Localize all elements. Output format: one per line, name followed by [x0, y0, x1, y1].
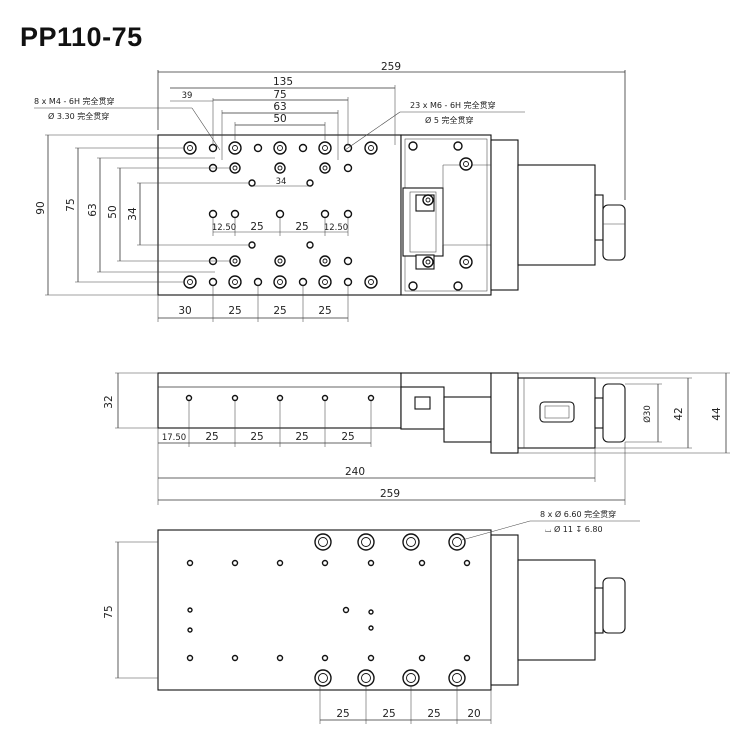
- dim-259-top: 259: [381, 61, 401, 73]
- dim-side-44: 44: [711, 407, 723, 421]
- bottom-knob: [602, 577, 626, 634]
- middle-row-holes: [208, 209, 353, 249]
- dim-side-dia30: Ø30: [642, 405, 653, 423]
- bottom-body: [157, 529, 492, 691]
- dim-inner-1: 12.50: [212, 223, 236, 233]
- note-right-line2: Ø 5 完全贯穿: [425, 115, 473, 125]
- dim-side-240: 240: [345, 466, 365, 478]
- side-knob: [602, 383, 626, 443]
- counterbore-holes: [314, 533, 466, 687]
- dim-inner-2: 25: [250, 221, 263, 233]
- dim-side-17-50: 17.50: [162, 433, 186, 443]
- dim-63-top: 63: [273, 101, 286, 113]
- dim-bv-20: 20: [467, 708, 480, 720]
- page-title: PP110-75: [20, 22, 143, 52]
- dim-bottom-30: 30: [178, 305, 191, 317]
- dim-75-top: 75: [273, 89, 286, 101]
- second-row-holes: [208, 162, 353, 187]
- dim-39: 39: [182, 91, 193, 101]
- note-right-line1: 23 x M6 - 6H 完全贯穿: [410, 100, 496, 110]
- dim-50-top: 50: [273, 113, 286, 125]
- side-view: 32 17.50 25 25 25 25 240 259 Ø30 42 44: [103, 372, 730, 505]
- dim-50-left: 50: [107, 205, 119, 218]
- dim-34-left: 34: [127, 207, 139, 221]
- note-left-line1: 8 x M4 - 6H 完全贯穿: [34, 96, 115, 106]
- dim-side-25d: 25: [341, 431, 354, 443]
- fourth-row-holes: [208, 255, 353, 267]
- side-connector: [539, 401, 575, 423]
- dim-90: 90: [35, 201, 47, 214]
- dim-bottom-25a: 25: [228, 305, 241, 317]
- small-holes: [186, 559, 471, 662]
- top-motor-knob: [602, 204, 626, 261]
- dim-side-25a: 25: [205, 431, 218, 443]
- bottom-note-line2: ⌴ Ø 11 ↧ 6.80: [545, 524, 603, 534]
- bottom-row-holes: [183, 275, 378, 289]
- top-motor-body: [517, 164, 596, 266]
- dim-bv-25a: 25: [336, 708, 349, 720]
- dim-side-32: 32: [103, 395, 115, 408]
- dim-bv-25c: 25: [427, 708, 440, 720]
- bottom-view: 8 x Ø 6.60 完全贯穿 ⌴ Ø 11 ↧ 6.80 75 25 25 2…: [103, 509, 640, 724]
- dim-34-center: 34: [276, 177, 287, 187]
- dim-135: 135: [273, 76, 293, 88]
- dim-bottom-25c: 25: [318, 305, 331, 317]
- dim-side-259: 259: [380, 488, 400, 500]
- top-view: 259 135 39 75 63 50 8 x M4 - 6H 完全贯穿 Ø 3…: [34, 61, 626, 322]
- dim-bottom-75: 75: [103, 605, 115, 618]
- bottom-note-line1: 8 x Ø 6.60 完全贯穿: [540, 509, 616, 519]
- dim-75-left: 75: [65, 198, 77, 211]
- dim-inner-4: 12.50: [324, 223, 348, 233]
- dim-side-25c: 25: [295, 431, 308, 443]
- dim-63-left: 63: [87, 203, 99, 216]
- dim-side-42: 42: [673, 407, 685, 420]
- dim-bv-25b: 25: [382, 708, 395, 720]
- dim-bottom-25b: 25: [273, 305, 286, 317]
- top-row-holes: [183, 141, 378, 155]
- note-left-line2: Ø 3.30 完全贯穿: [48, 111, 109, 121]
- dim-inner-3: 25: [295, 221, 308, 233]
- dim-side-25b: 25: [250, 431, 263, 443]
- top-motor-flange: [490, 139, 519, 291]
